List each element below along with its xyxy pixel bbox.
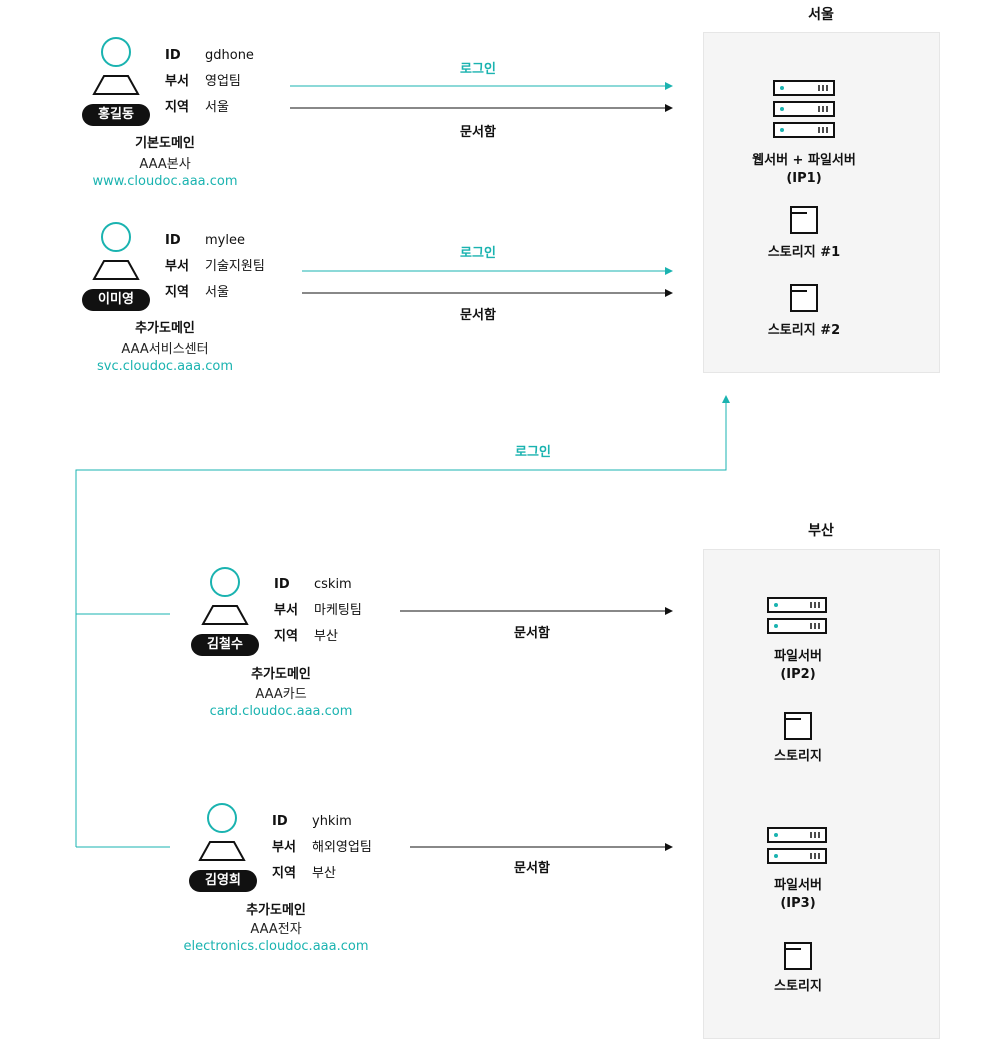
region-title-busan: 부산 [808, 523, 834, 539]
storage-icon [790, 284, 818, 312]
busan-login-label: 로그인 [515, 445, 551, 460]
domain-org: AAA카드 [255, 687, 307, 702]
file-server2-label: 파일서버 [774, 649, 822, 664]
server-icon [767, 597, 827, 634]
domain-type: 추가도메인 [246, 903, 306, 918]
region-title-seoul: 서울 [808, 7, 834, 23]
file-server3-label: 파일서버 [774, 878, 822, 893]
file-server3-ip: (IP3) [780, 896, 816, 911]
domain-org: AAA본사 [139, 157, 191, 172]
docbox-label: 문서함 [514, 626, 550, 641]
web-file-server-label: 웹서버 + 파일서버 [752, 153, 856, 168]
user-name-badge: 이미영 [82, 289, 150, 311]
user-avatar-icon [92, 37, 140, 95]
storage-icon [784, 712, 812, 740]
domain-org: AAA서비스센터 [121, 342, 209, 357]
domain-url[interactable]: card.cloudoc.aaa.com [209, 704, 353, 719]
storage2-label: 스토리지 #2 [767, 323, 841, 338]
user-avatar-icon [92, 222, 140, 280]
user-avatar-icon [201, 567, 249, 625]
storage-b-label: 스토리지 [774, 979, 822, 994]
user-name-badge: 김영희 [189, 870, 257, 892]
docbox-label: 문서함 [460, 308, 496, 323]
domain-type: 추가도메인 [251, 667, 311, 682]
domain-org: AAA전자 [250, 922, 302, 937]
domain-type: 기본도메인 [135, 136, 195, 151]
docbox-label: 문서함 [514, 861, 550, 876]
storage1-label: 스토리지 #1 [767, 245, 841, 260]
domain-url[interactable]: electronics.cloudoc.aaa.com [183, 939, 369, 954]
login-label: 로그인 [460, 246, 496, 261]
domain-url[interactable]: www.cloudoc.aaa.com [92, 174, 238, 189]
storage-a-label: 스토리지 [774, 749, 822, 764]
server-rack-icon [773, 80, 835, 138]
user-name-badge: 홍길동 [82, 104, 150, 126]
web-file-server-ip: (IP1) [786, 171, 822, 186]
domain-type: 추가도메인 [135, 321, 195, 336]
file-server2-ip: (IP2) [780, 667, 816, 682]
login-label: 로그인 [460, 62, 496, 77]
server-icon [767, 827, 827, 864]
domain-url[interactable]: svc.cloudoc.aaa.com [97, 359, 233, 374]
storage-icon [790, 206, 818, 234]
user-avatar-icon [198, 803, 246, 861]
storage-icon [784, 942, 812, 970]
user-name-badge: 김철수 [191, 634, 259, 656]
docbox-label: 문서함 [460, 125, 496, 140]
busan-login-path [75, 395, 730, 615]
